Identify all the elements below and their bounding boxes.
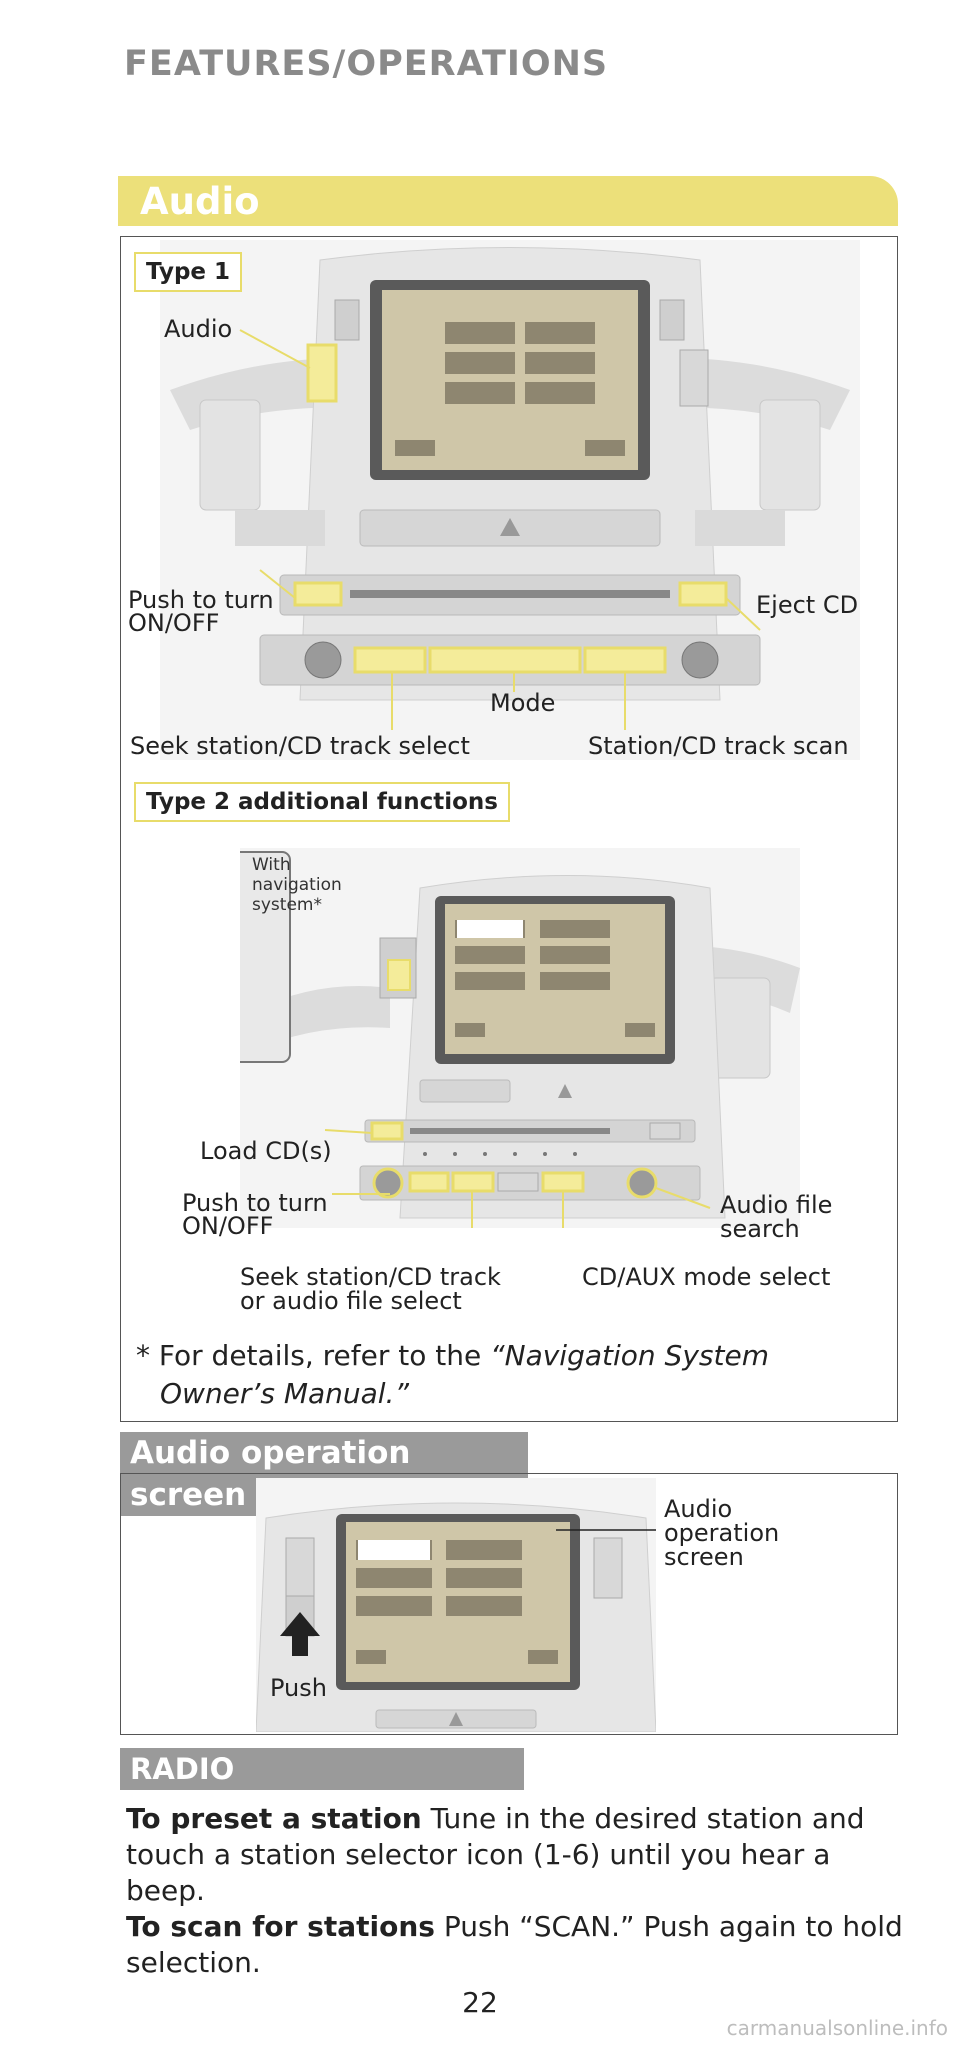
file-search-line2: search [720, 1215, 800, 1243]
preset-text-2: touch a station selector icon (1-6) unti… [126, 1838, 831, 1871]
cd-aux-mode-callout: CD/AUX mode select [582, 1263, 831, 1291]
footnote-italic-1: “Navigation System [490, 1339, 769, 1372]
type2-console-illustration [240, 848, 800, 1228]
mode-callout: Mode [490, 689, 556, 717]
type1-label: Type 1 [134, 252, 243, 292]
footnote-prefix: * For details, refer to the [136, 1339, 491, 1372]
audio-diagram-frame [120, 236, 898, 1422]
file-search-line1: Audio file [720, 1191, 833, 1219]
page-number: 22 [462, 1986, 498, 2019]
page-header: FEATURES/OPERATIONS [124, 44, 609, 84]
load-cd-callout: Load CD(s) [200, 1137, 332, 1165]
preset-label: To preset a station [126, 1802, 422, 1835]
nav-note-line3: system* [252, 895, 322, 915]
scan-label: To scan for stations [126, 1910, 435, 1943]
watermark: carmanualsonline.info [726, 2016, 948, 2040]
footnote: * For details, refer to the “Navigation … [136, 1337, 769, 1413]
type2-seek-line2: or audio file select [240, 1287, 462, 1315]
scan-text-2: selection. [126, 1946, 261, 1979]
preset-text-1: Tune in the desired station and [421, 1802, 865, 1835]
operation-diagram-frame [120, 1473, 898, 1735]
radio-section-title: RADIO [120, 1748, 524, 1790]
type2-power-line1: Push to turn [182, 1189, 328, 1217]
eject-callout: Eject CD [756, 591, 859, 619]
screen-callout-line2: operation [664, 1519, 780, 1547]
nav-note-line1: With [252, 855, 291, 875]
radio-instructions: To preset a station Tune in the desired … [126, 1801, 903, 1981]
preset-text-3: beep. [126, 1874, 205, 1907]
nav-note-line2: navigation [252, 875, 342, 895]
audio-section-title: Audio [140, 180, 260, 223]
type2-label: Type 2 additional functions [134, 782, 510, 822]
type2-power-line2: ON/OFF [182, 1212, 274, 1240]
operation-console-illustration [256, 1478, 656, 1732]
power-callout-line2: ON/OFF [128, 609, 220, 637]
power-callout-line1: Push to turn [128, 586, 274, 614]
scan-text-1: Push “SCAN.” Push again to hold [434, 1910, 903, 1943]
seek-callout: Seek station/CD track select [130, 732, 470, 760]
screen-callout-line3: screen [664, 1543, 744, 1571]
type2-seek-line1: Seek station/CD track [240, 1263, 501, 1291]
push-callout: Push [270, 1674, 327, 1702]
screen-callout-line1: Audio [664, 1495, 733, 1523]
type1-console-illustration [160, 240, 860, 760]
footnote-italic-2: Owner’s Manual.” [160, 1377, 409, 1410]
audio-section-band: Audio [118, 176, 898, 226]
scan-callout: Station/CD track scan [588, 732, 849, 760]
audio-callout: Audio [164, 315, 233, 343]
